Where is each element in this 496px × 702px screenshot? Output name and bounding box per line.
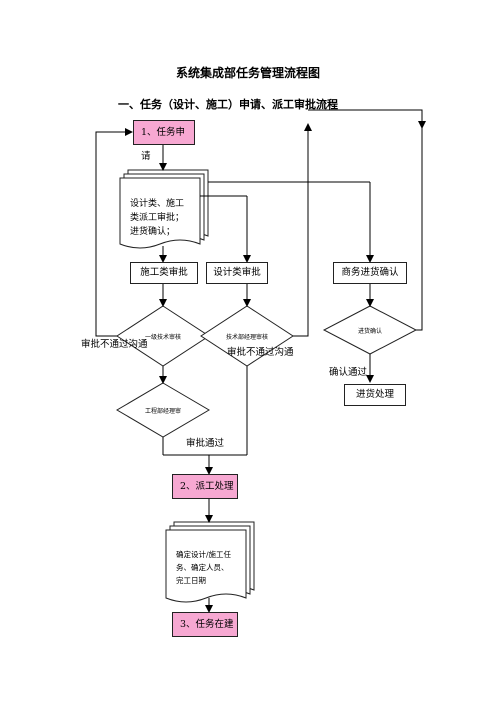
doc-approval-line: 设计类、施工 <box>130 199 185 209</box>
goods-confirm-label: 进货确认 <box>357 328 382 335</box>
construction-review-box: 施工类审批 <box>130 262 198 284</box>
doc-assign-text: 确定设计/施工任 务、确定人员、 完工日期 <box>176 548 246 587</box>
doc-assign-line: 确定设计/施工任 <box>176 550 232 559</box>
document-stack-approval <box>119 169 209 249</box>
design-review-box: 设计类审批 <box>206 262 268 284</box>
reject-label-middle: 审批不通过沟通 <box>227 347 294 358</box>
doc-approval-text: 设计类、施工 类派工审批； 进货确认； <box>130 197 200 239</box>
doc-approval-line: 进货确认； <box>130 227 176 237</box>
doc-assign-line: 务、确定人员、 <box>176 563 229 572</box>
doc-assign-line: 完工日期 <box>176 576 206 585</box>
doc-approval-line: 类派工审批； <box>130 213 185 223</box>
goods-processing-box: 进货处理 <box>344 384 406 406</box>
document-stack-assign <box>165 521 255 603</box>
reject-label-left: 审批不通过沟通 <box>81 339 148 350</box>
confirm-pass-label: 确认通过 <box>329 367 368 378</box>
tech-manager-review-label: 技术部经理审核 <box>225 334 268 341</box>
tech-review-label: 一级技术审核 <box>144 334 181 341</box>
approve-pass-label: 审批通过 <box>186 438 225 449</box>
page-title: 系统集成部任务管理流程图 <box>175 66 320 80</box>
purchase-confirm-box: 商务进货确认 <box>333 262 407 284</box>
task-request-box: 1、任务申请 <box>133 120 195 162</box>
dispatch-box: 2、派工处理 <box>172 474 238 499</box>
task-building-box: 3、任务在建 <box>172 612 238 637</box>
page-subtitle: 一、任务（设计、施工）申请、派工审批流程 <box>118 98 338 111</box>
eng-manager-review-label: 工程部经理审 <box>144 408 181 415</box>
